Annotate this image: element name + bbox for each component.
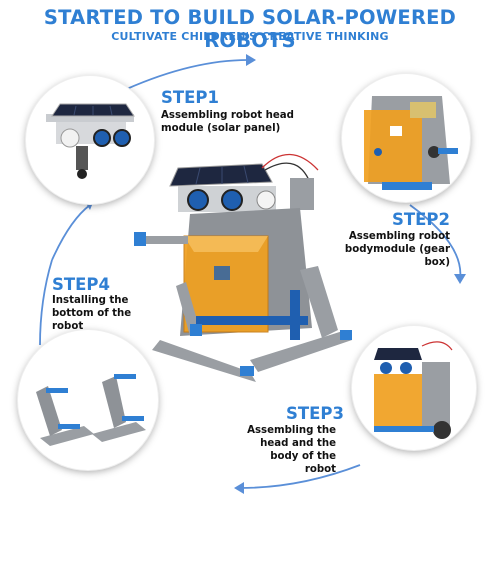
step4-image	[18, 330, 158, 470]
step2-description: Assembling robot bodymodule (gear box)	[344, 231, 450, 268]
step3-image	[352, 326, 476, 450]
step1-description: Assembling robot head module (solar pane…	[161, 110, 294, 134]
step2-heading: STEP2	[392, 210, 450, 229]
page-subtitle: CULTIVATE CHILDREN'S CREATIVE THINKING	[111, 30, 389, 43]
step1-image	[26, 76, 154, 204]
step1-heading: STEP1	[161, 88, 219, 107]
step3-description: Assembling the head and the body of the …	[247, 425, 336, 475]
step4-description: Installing the bottom of the robot	[52, 295, 132, 332]
arrow-down-icon	[454, 274, 466, 284]
arrow-right-icon	[246, 54, 256, 66]
arrow-left-icon	[234, 482, 244, 494]
step2-image	[342, 74, 470, 202]
step3-heading: STEP3	[286, 404, 344, 423]
step4-heading: STEP4	[52, 275, 110, 294]
page-title: STARTED TO BUILD SOLAR-POWERED ROBOTS	[43, 6, 457, 52]
